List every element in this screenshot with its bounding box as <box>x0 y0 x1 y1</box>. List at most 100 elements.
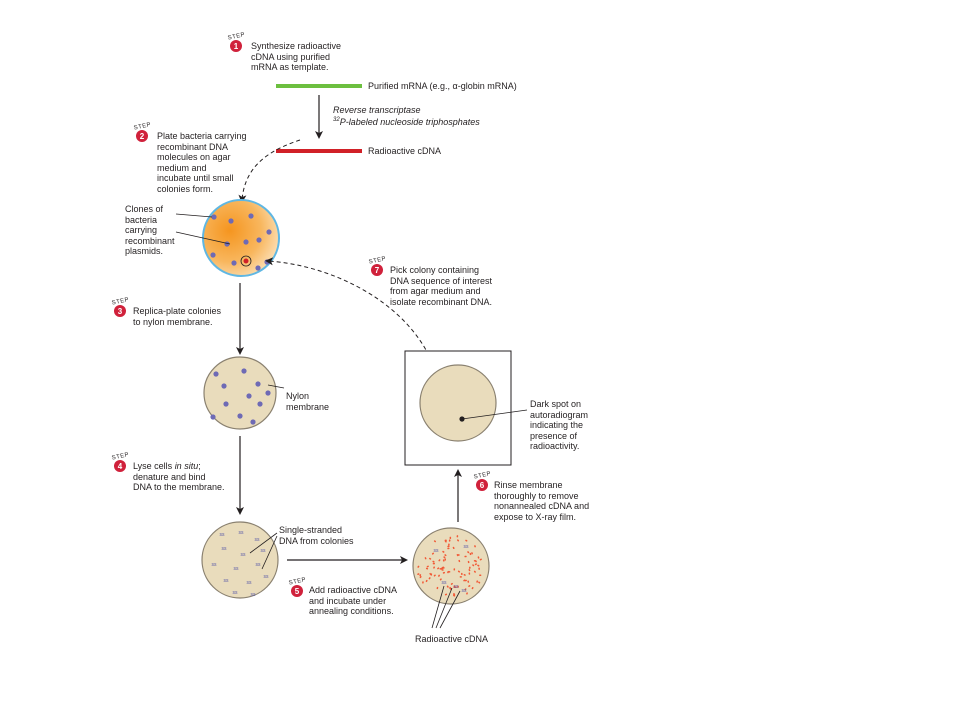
replica-colonies <box>210 368 271 425</box>
cdna-speck <box>422 581 424 584</box>
step-number: 5 <box>295 587 300 596</box>
cdna-speck <box>453 594 456 597</box>
step-word-label: STEP <box>111 452 130 462</box>
cdna-speck <box>474 560 477 563</box>
cdna-speck <box>467 580 470 583</box>
cdna-speck <box>467 560 470 564</box>
step-number: 7 <box>375 266 380 275</box>
cdna-speck <box>473 570 476 573</box>
cdna-speck <box>436 586 439 590</box>
single-stranded-pointer-lines <box>249 532 278 570</box>
cdna-speck <box>447 545 450 548</box>
hybrid-ss-mark: ss <box>462 588 468 594</box>
cdna-speck <box>452 546 455 550</box>
cdna-speck <box>468 569 471 572</box>
ss-dna-mark: ss <box>233 590 239 596</box>
cdna-speck <box>457 570 461 573</box>
cdna-speck <box>417 573 420 576</box>
cdna-speck <box>469 552 472 556</box>
ss-dna-mark: ss <box>212 562 218 568</box>
cdna-speck <box>459 576 462 578</box>
cdna-speck <box>464 555 467 558</box>
step-circle <box>291 585 303 597</box>
cdna-speck <box>478 567 480 570</box>
cdna-speck <box>477 556 480 559</box>
cdna-speck <box>464 588 467 591</box>
step-word-label: STEP <box>111 297 130 307</box>
cdna-speck <box>478 581 481 584</box>
dashed-arrow-to-plate <box>238 139 301 203</box>
reverse-transcriptase-label: Reverse transcriptase <box>333 105 421 115</box>
step-circle <box>476 479 488 491</box>
cdna-speck <box>442 571 446 574</box>
cdna-speck <box>446 585 449 588</box>
ss-dna-mark: ss <box>261 548 267 554</box>
radioactive-cdna-spots <box>417 535 482 597</box>
cdna-speck <box>440 567 443 570</box>
cdna-speck <box>468 566 471 569</box>
cdna-speck <box>448 543 450 546</box>
nylon-membrane <box>203 356 277 430</box>
step-number: 2 <box>140 132 145 141</box>
cdna-speck <box>425 579 428 583</box>
step-word-label: STEP <box>133 122 152 132</box>
cdna-speck <box>428 577 431 580</box>
cdna-speck <box>444 593 448 596</box>
cdna-speck <box>433 566 436 569</box>
cdna-speck <box>471 552 473 555</box>
cdna-speck <box>465 539 468 542</box>
ss-dna-mark: ss <box>239 530 245 536</box>
cdna-speck <box>454 586 457 588</box>
cdna-speck <box>456 539 460 542</box>
clones-pointer-lines <box>175 213 231 245</box>
cdna-speck <box>430 573 433 576</box>
step-circle <box>230 40 242 52</box>
step-circle <box>371 264 383 276</box>
cdna-speck <box>438 574 440 577</box>
autoradiogram <box>404 350 512 466</box>
cdna-speck <box>439 578 442 581</box>
step-word-label: STEP <box>473 471 492 481</box>
ss-dna-mark: ss <box>251 592 257 598</box>
step-word-label: STEP <box>227 32 246 42</box>
cdna-speck <box>444 554 447 557</box>
hybrid-ss-mark: ss <box>434 548 440 554</box>
cdna-speck <box>442 559 445 562</box>
cdna-speck <box>448 570 451 573</box>
cdna-speck <box>442 550 445 553</box>
cdna-speck <box>450 582 453 585</box>
cdna-speck <box>463 573 466 576</box>
cdna-speck <box>432 560 435 563</box>
hybrid-ss-mark: ss <box>442 580 448 586</box>
cdna-speck <box>426 565 429 568</box>
cdna-speck <box>467 551 470 554</box>
cdna-speck <box>419 575 422 579</box>
cdna-speck <box>472 564 475 567</box>
cdna-speck <box>443 556 446 559</box>
cdna-speck <box>461 572 463 576</box>
step-word-label: STEP <box>288 577 307 587</box>
ss-dna-mark: ss <box>255 537 261 543</box>
cdna-speck <box>453 568 456 571</box>
radioactive-cdna-label: Radioactive cDNA <box>368 146 442 156</box>
cdna-speck <box>424 557 427 560</box>
radioactive-cdna-bottom-label: Radioactive cDNA <box>415 634 489 644</box>
ss-dna-mark: ss <box>224 578 230 584</box>
cdna-speck <box>477 564 480 567</box>
cdna-speck <box>429 557 432 560</box>
cdna-speck <box>433 540 437 543</box>
selected-colony <box>240 255 252 267</box>
cdna-speck <box>437 567 440 570</box>
